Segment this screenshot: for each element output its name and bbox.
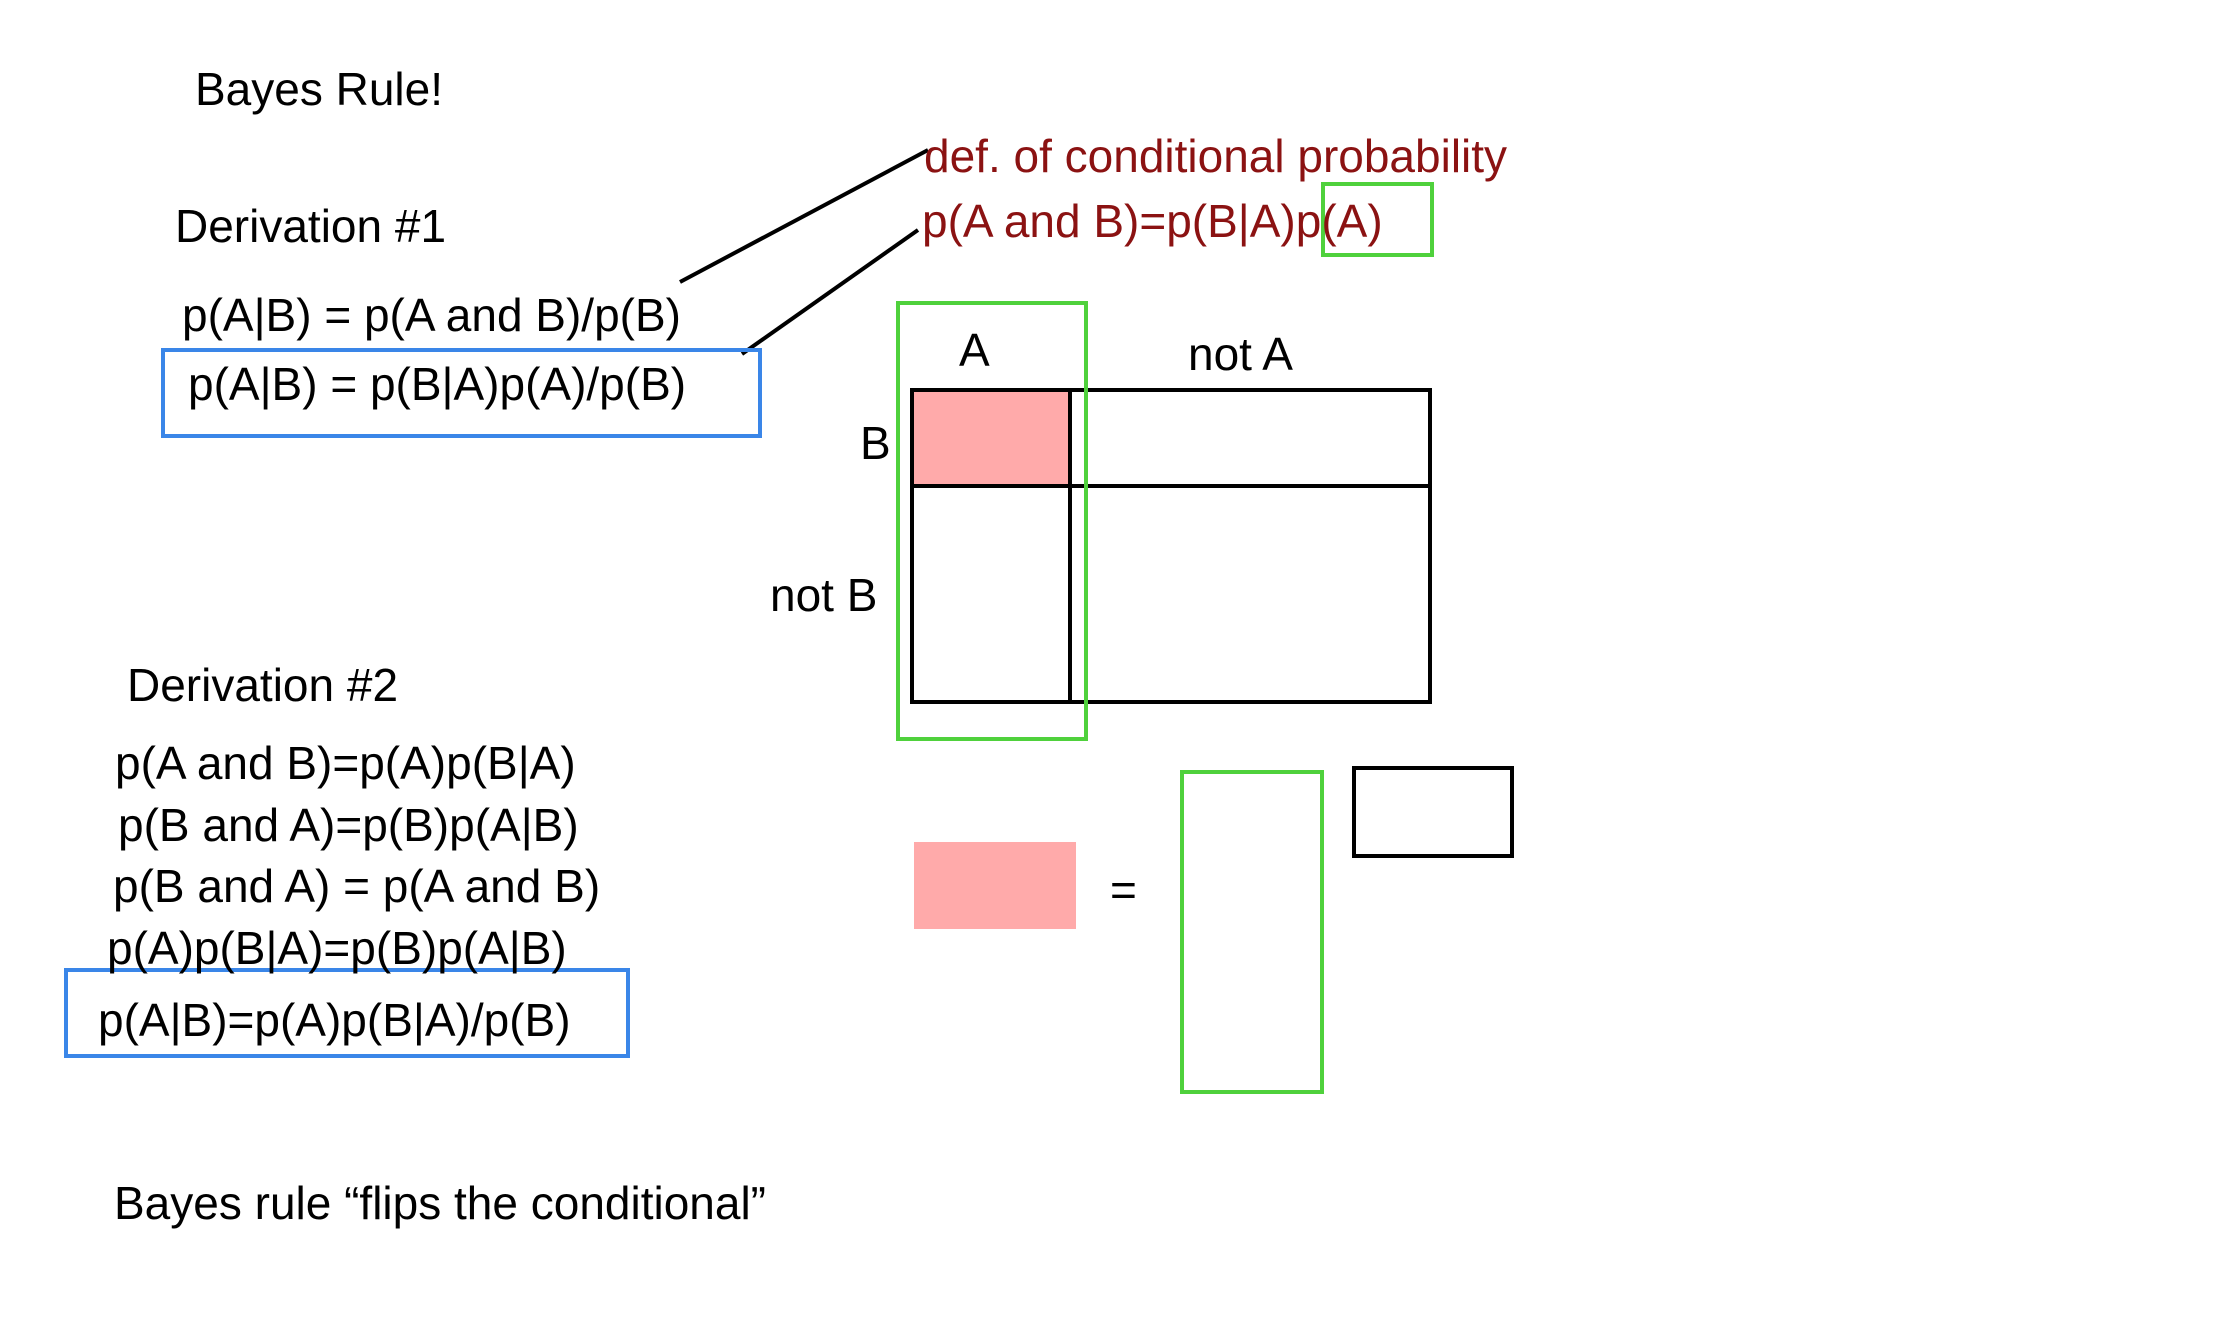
derivation2-line1: p(A and B)=p(A)p(B|A) bbox=[115, 737, 576, 789]
derivation1-line1: p(A|B) = p(A and B)/p(B) bbox=[182, 289, 681, 341]
grid-col-not-a-label: not A bbox=[1188, 328, 1293, 380]
derivation2-result-box bbox=[64, 968, 630, 1058]
connector-line-bottom bbox=[740, 228, 920, 356]
note-formula: p(A and B)=p(B|A)p(A) bbox=[922, 198, 1383, 244]
note-definition: def. of conditional probability bbox=[924, 130, 1508, 182]
note-formula-boxed: p(A) bbox=[1295, 195, 1383, 247]
note-formula-main: p(A and B)=p(B|A) bbox=[922, 195, 1296, 247]
grid-row-b-label: B bbox=[860, 417, 891, 469]
joint-swatch bbox=[914, 842, 1076, 929]
grid-col-a-label: A bbox=[959, 324, 990, 376]
derivation1-result-box bbox=[161, 348, 762, 438]
pa-highlight-box bbox=[1321, 182, 1434, 257]
derivation1-heading: Derivation #1 bbox=[175, 200, 447, 252]
derivation2-line2: p(B and A)=p(B)p(A|B) bbox=[118, 799, 579, 851]
column-a-swatch bbox=[1180, 770, 1324, 1094]
derivation2-heading: Derivation #2 bbox=[127, 659, 399, 711]
column-a-highlight-box bbox=[896, 301, 1088, 741]
cell-swatch bbox=[1352, 766, 1514, 858]
grid-row-not-b-label: not B bbox=[770, 569, 878, 621]
visual-equals-sign: = bbox=[1110, 864, 1137, 916]
derivation1-line2: p(A|B) = p(B|A)p(A)/p(B) bbox=[188, 358, 687, 410]
derivation2-line3: p(B and A) = p(A and B) bbox=[113, 860, 601, 912]
connector-line-top bbox=[679, 148, 929, 284]
page-title: Bayes Rule! bbox=[195, 63, 444, 115]
footer-note: Bayes rule “flips the conditional” bbox=[114, 1177, 766, 1229]
grid-outline bbox=[910, 388, 1432, 704]
derivation2-line5: p(A|B)=p(A)p(B|A)/p(B) bbox=[98, 994, 571, 1046]
joint-cell-fill bbox=[912, 390, 1070, 486]
derivation2-line4: p(A)p(B|A)=p(B)p(A|B) bbox=[107, 922, 567, 974]
